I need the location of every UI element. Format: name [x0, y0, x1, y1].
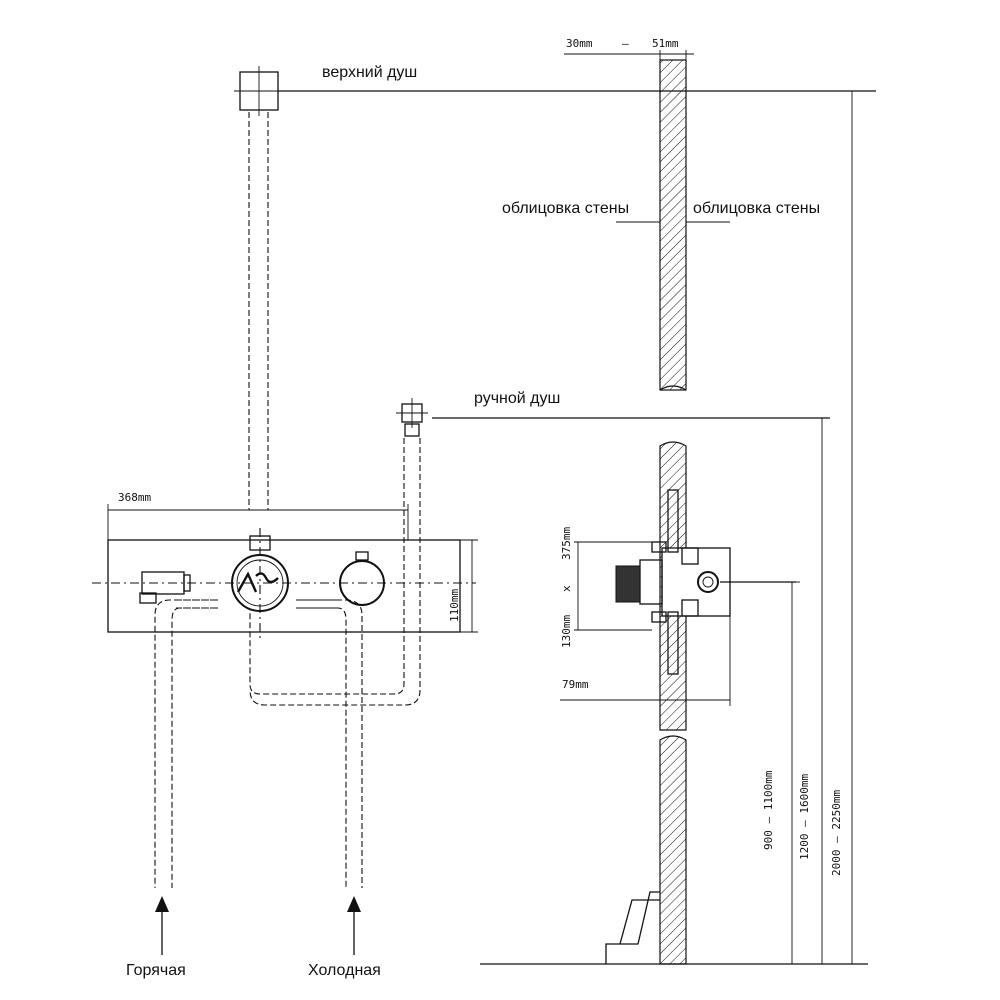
wall-section-lower: [659, 441, 687, 965]
svg-text:900 — 1100mm: 900 — 1100mm: [762, 770, 775, 850]
svg-text:130mm: 130mm: [560, 615, 573, 648]
height-dimension-hand-shower: 1200 — 1600mm: [798, 417, 830, 964]
brand-logo-icon: [236, 571, 279, 593]
height-dimension-top-shower: 2000 — 2250mm: [830, 90, 860, 964]
svg-text:30mm: 30mm: [566, 37, 593, 50]
hot-water-pipe: [154, 599, 216, 888]
panel-height-dimension: 110mm: [448, 539, 478, 633]
height-dimension-mixer: 900 — 1100mm: [762, 581, 800, 964]
thermostat-handle: [231, 535, 289, 612]
svg-text:110mm: 110mm: [448, 589, 461, 622]
box-dimensions: 375mm x 130mm 79mm: [560, 527, 731, 706]
spout-outlet: [139, 571, 191, 604]
hot-inlet-arrow-icon: [155, 896, 169, 955]
svg-text:368mm: 368mm: [118, 491, 151, 504]
floor-drain: [605, 891, 660, 964]
svg-text:1200 — 1600mm: 1200 — 1600mm: [798, 774, 811, 860]
cold-water-label: Холодная: [308, 962, 381, 979]
svg-text:79mm: 79mm: [562, 678, 589, 691]
flow-handle: [339, 551, 385, 606]
mixer-panel: [107, 539, 461, 633]
panel-slots: [176, 599, 340, 609]
svg-text:2000 — 2250mm: 2000 — 2250mm: [830, 790, 843, 876]
concealed-box: [615, 489, 731, 675]
svg-text:x: x: [560, 585, 573, 592]
cold-water-pipe: [300, 599, 363, 888]
wall-section-upper: [659, 59, 687, 391]
panel-width-dimension: 368mm: [107, 491, 409, 540]
svg-text:—: —: [622, 37, 629, 50]
top-shower-label: верхний душ: [322, 64, 417, 81]
cold-inlet-arrow-icon: [347, 896, 361, 955]
hand-shower-pipe: [249, 438, 421, 706]
top-shower-pipe: [248, 112, 269, 510]
svg-text:375mm: 375mm: [560, 527, 573, 560]
hand-shower-label: ручной душ: [474, 390, 560, 407]
top-shower-connector: [234, 66, 284, 116]
wall-thickness-dimension: 30mm — 51mm: [564, 37, 694, 66]
svg-text:51mm: 51mm: [652, 37, 679, 50]
wall-cladding-label-right: облицовка стены: [693, 200, 820, 217]
hot-water-label: Горячая: [126, 962, 186, 979]
wall-cladding-label-left: облицовка стены: [502, 200, 629, 217]
hand-shower-connector: [396, 398, 428, 437]
